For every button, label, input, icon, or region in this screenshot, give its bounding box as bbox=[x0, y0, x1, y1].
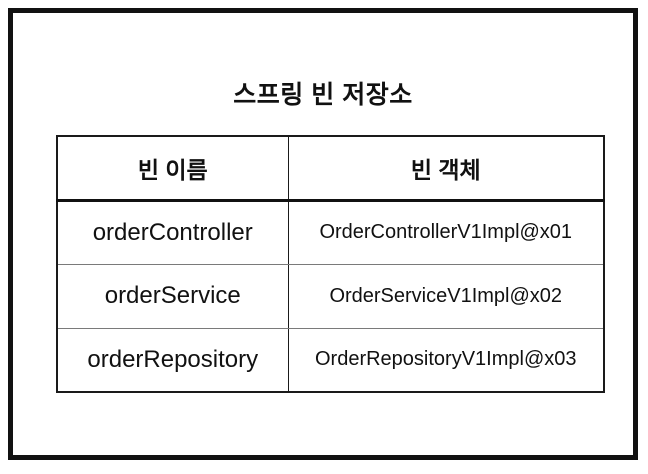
bean-name-cell: orderService bbox=[57, 264, 289, 329]
bean-object-cell: OrderRepositoryV1Impl@x03 bbox=[314, 348, 577, 371]
page-title: 스프링 빈 저장소 bbox=[233, 81, 413, 109]
bean-object-cell: OrderControllerV1Impl@x01 bbox=[288, 200, 604, 265]
bean-object-cell: OrderServiceV1Impl@x02 bbox=[288, 264, 604, 329]
column-header-bean-object: 빈 객체 bbox=[288, 136, 604, 202]
table-row: orderController OrderControllerV1Impl@x0… bbox=[57, 200, 604, 265]
table-row: orderService OrderServiceV1Impl@x02 bbox=[57, 264, 604, 329]
bean-name-cell: orderController bbox=[57, 200, 289, 265]
column-header-bean-name: 빈 이름 bbox=[57, 136, 289, 202]
bean-name-cell: orderRepository bbox=[57, 328, 289, 392]
bean-table: 빈 이름 빈 객체 orderController OrderControlle… bbox=[56, 135, 605, 393]
table-row: orderRepository OrderRepositoryV1Impl@x0… bbox=[57, 328, 604, 392]
table-header-row: 빈 이름 빈 객체 bbox=[57, 136, 604, 202]
slide-frame: 스프링 빈 저장소 빈 이름 빈 객체 orderController Orde… bbox=[8, 8, 638, 460]
